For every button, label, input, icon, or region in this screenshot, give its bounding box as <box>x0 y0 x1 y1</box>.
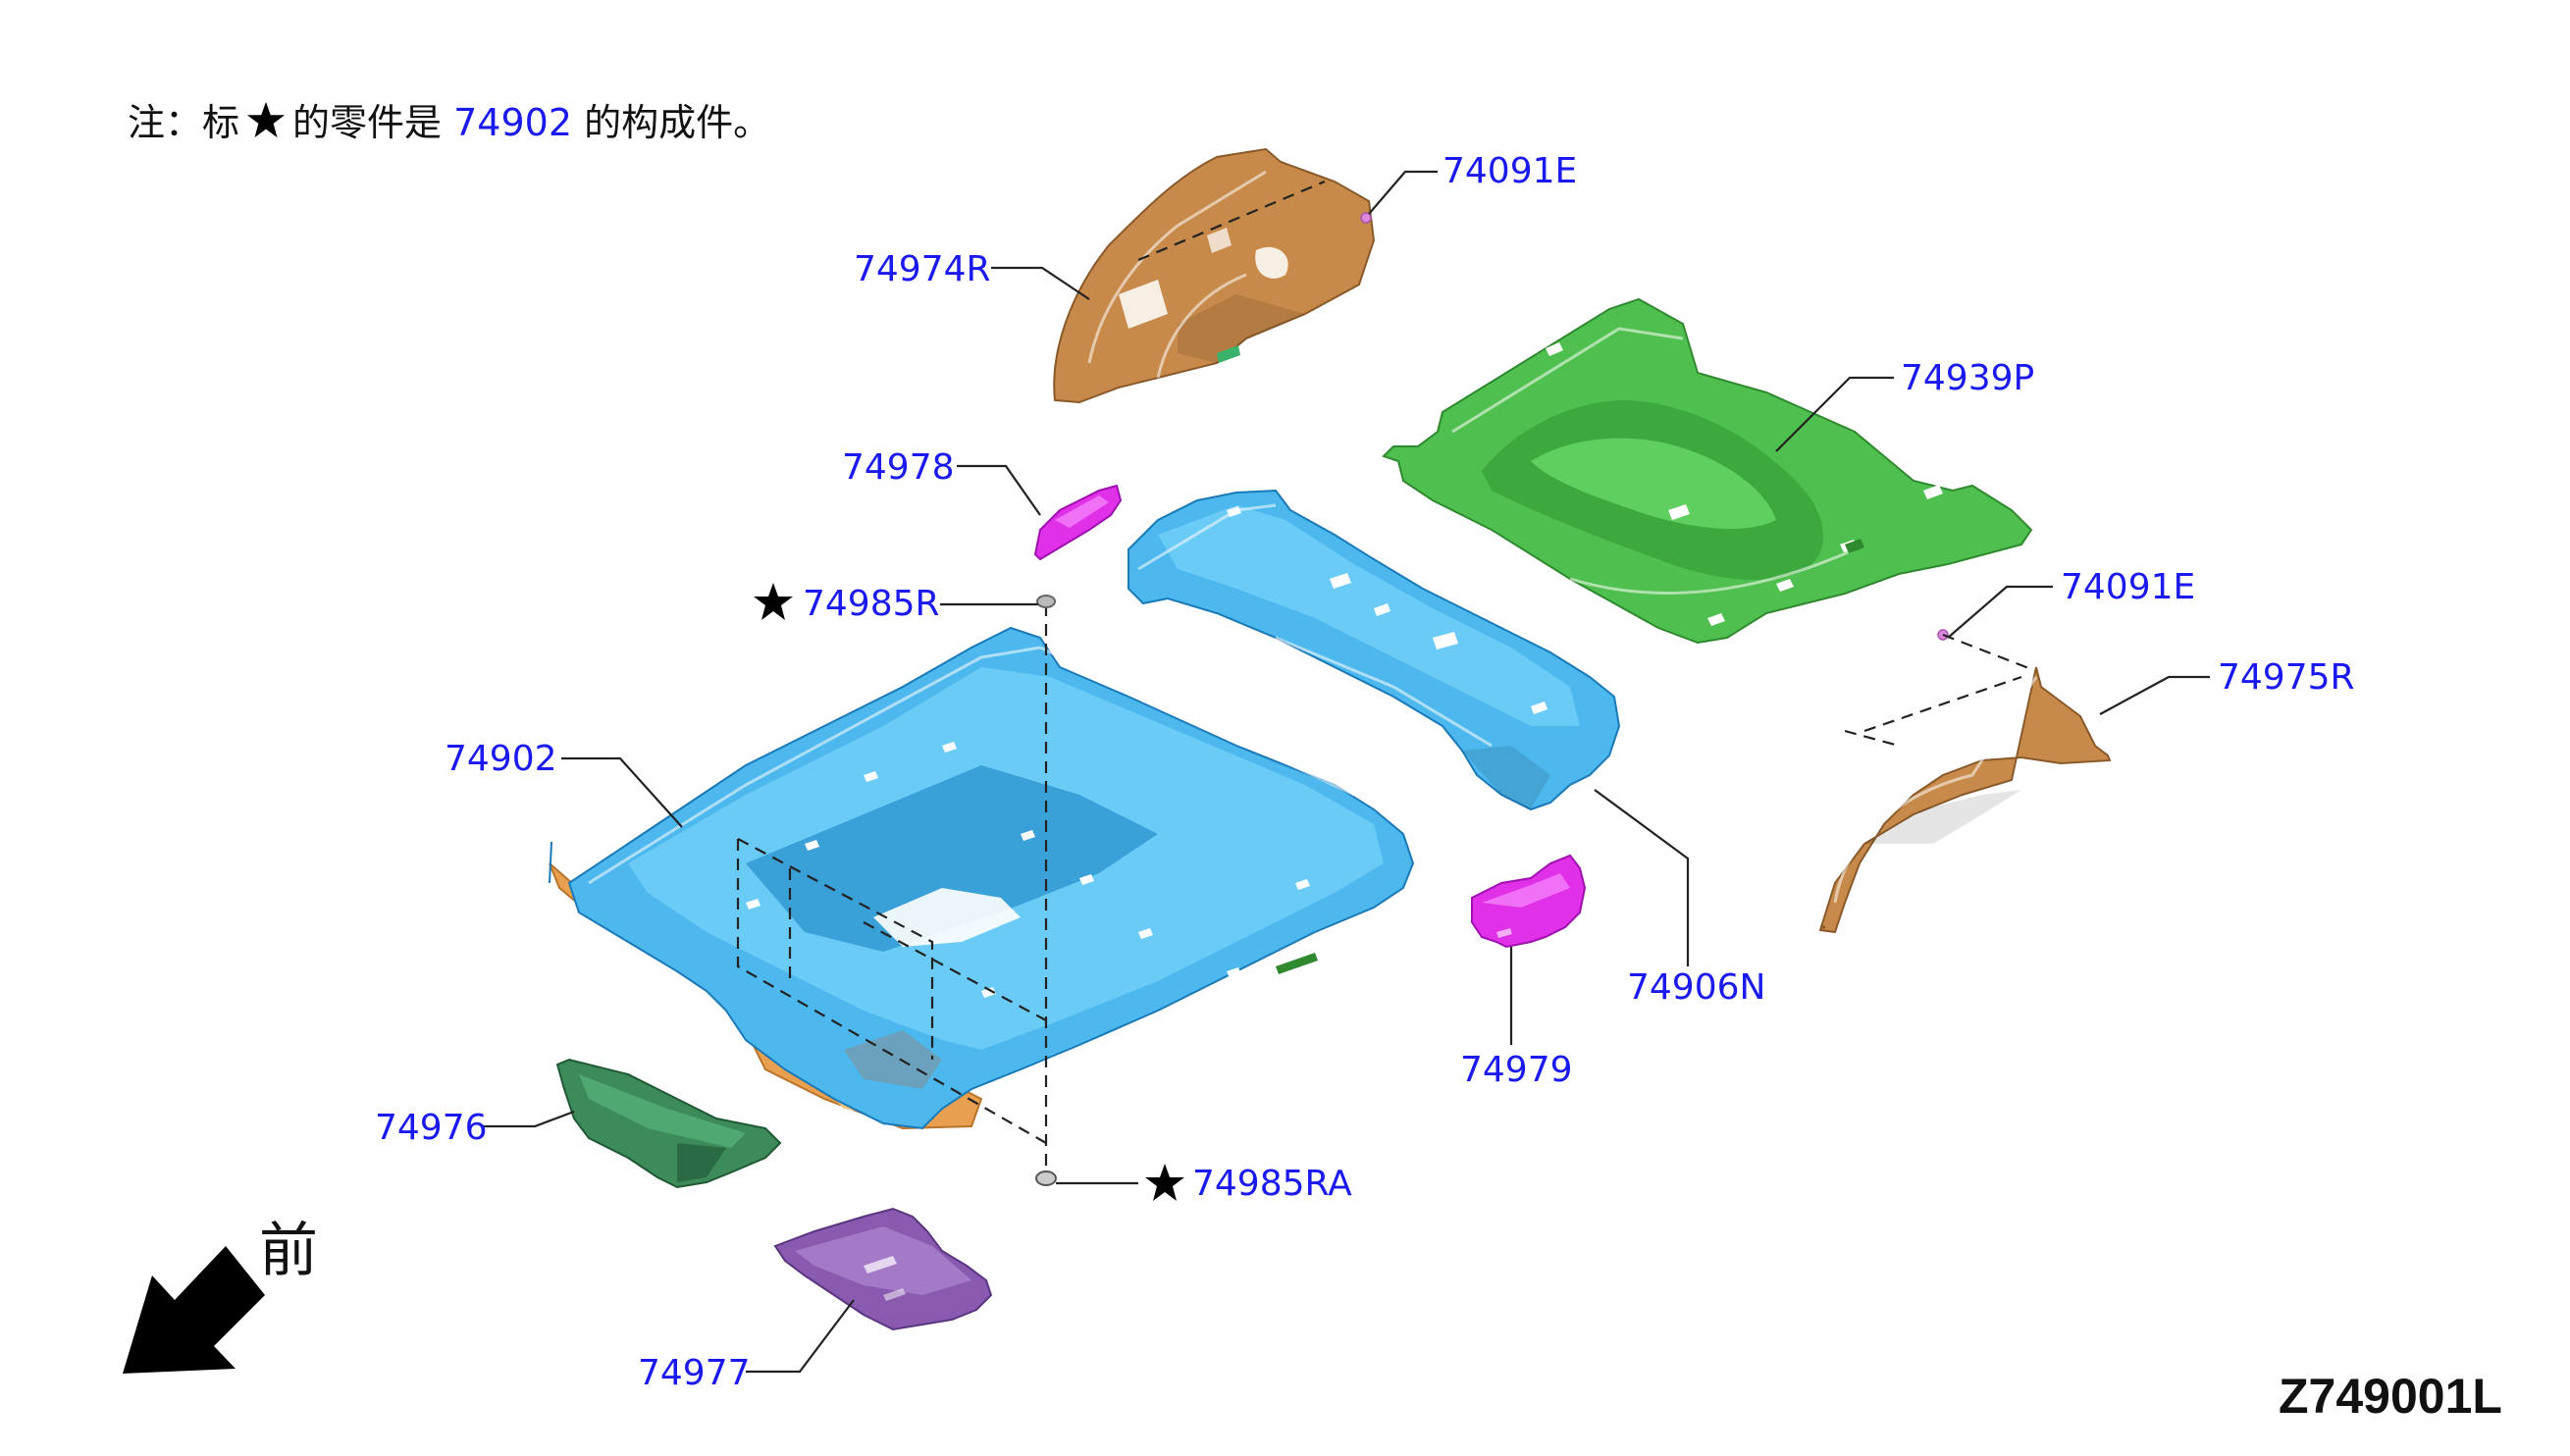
part-74902-floor[interactable] <box>549 626 1415 1130</box>
legend-note: 注：标 的零件是 74902 的构成件。 <box>128 100 770 141</box>
part-74974R-panel[interactable] <box>1053 147 1376 404</box>
part-74906N-panel[interactable] <box>1128 489 1621 811</box>
floor-dashed-guides <box>736 604 1048 1173</box>
label-74978[interactable]: 74978 <box>842 447 955 488</box>
label-74977[interactable]: 74977 <box>638 1353 751 1393</box>
note-prefix: 注：标 <box>128 101 240 144</box>
label-74091E-top[interactable]: 74091E <box>1442 151 1577 191</box>
clip-74985R[interactable] <box>1036 595 1056 608</box>
front-direction-label: 前 <box>259 1217 318 1285</box>
part-74979-bracket[interactable] <box>1471 854 1587 949</box>
label-74902[interactable]: 74902 <box>445 739 557 779</box>
note-suffix: 的构成件。 <box>584 101 771 144</box>
star-icon <box>754 583 793 620</box>
dashed-guide <box>1137 180 1326 262</box>
wheelhouse-dashed-guides <box>1844 633 2032 748</box>
label-74985RA[interactable]: 74985RA <box>1192 1164 1352 1204</box>
label-74976[interactable]: 74976 <box>375 1108 488 1148</box>
label-74974R[interactable]: 74974R <box>854 249 991 289</box>
front-arrow-icon <box>123 1246 265 1374</box>
clip-74091E-top[interactable] <box>1360 212 1372 224</box>
part-74976-piece[interactable] <box>555 1058 782 1189</box>
part-labels: 74091E 74974R 74939P 74978 74091E 74985R… <box>375 151 2355 1393</box>
label-74979[interactable]: 74979 <box>1460 1050 1573 1090</box>
diagram-code: Z749001L <box>2279 1369 2502 1424</box>
part-74978-piece[interactable] <box>1033 484 1123 561</box>
note-middle: 的零件是 <box>292 101 443 144</box>
part-74977-piece[interactable] <box>773 1207 993 1331</box>
label-74975R[interactable]: 74975R <box>2218 657 2355 698</box>
star-icon <box>1145 1164 1184 1201</box>
label-74939P[interactable]: 74939P <box>1901 358 2034 398</box>
leader-lines <box>481 170 2210 1374</box>
label-74906N[interactable]: 74906N <box>1627 967 1765 1008</box>
note-ref-link[interactable]: 74902 <box>453 101 573 144</box>
label-74091E-right[interactable]: 74091E <box>2061 567 2195 607</box>
clip-74985RA[interactable] <box>1035 1170 1057 1186</box>
star-icon <box>246 101 286 138</box>
part-74939P-panel[interactable] <box>1382 297 2033 645</box>
label-74985R[interactable]: 74985R <box>803 584 940 624</box>
part-74975R-panel[interactable] <box>1818 666 2112 934</box>
